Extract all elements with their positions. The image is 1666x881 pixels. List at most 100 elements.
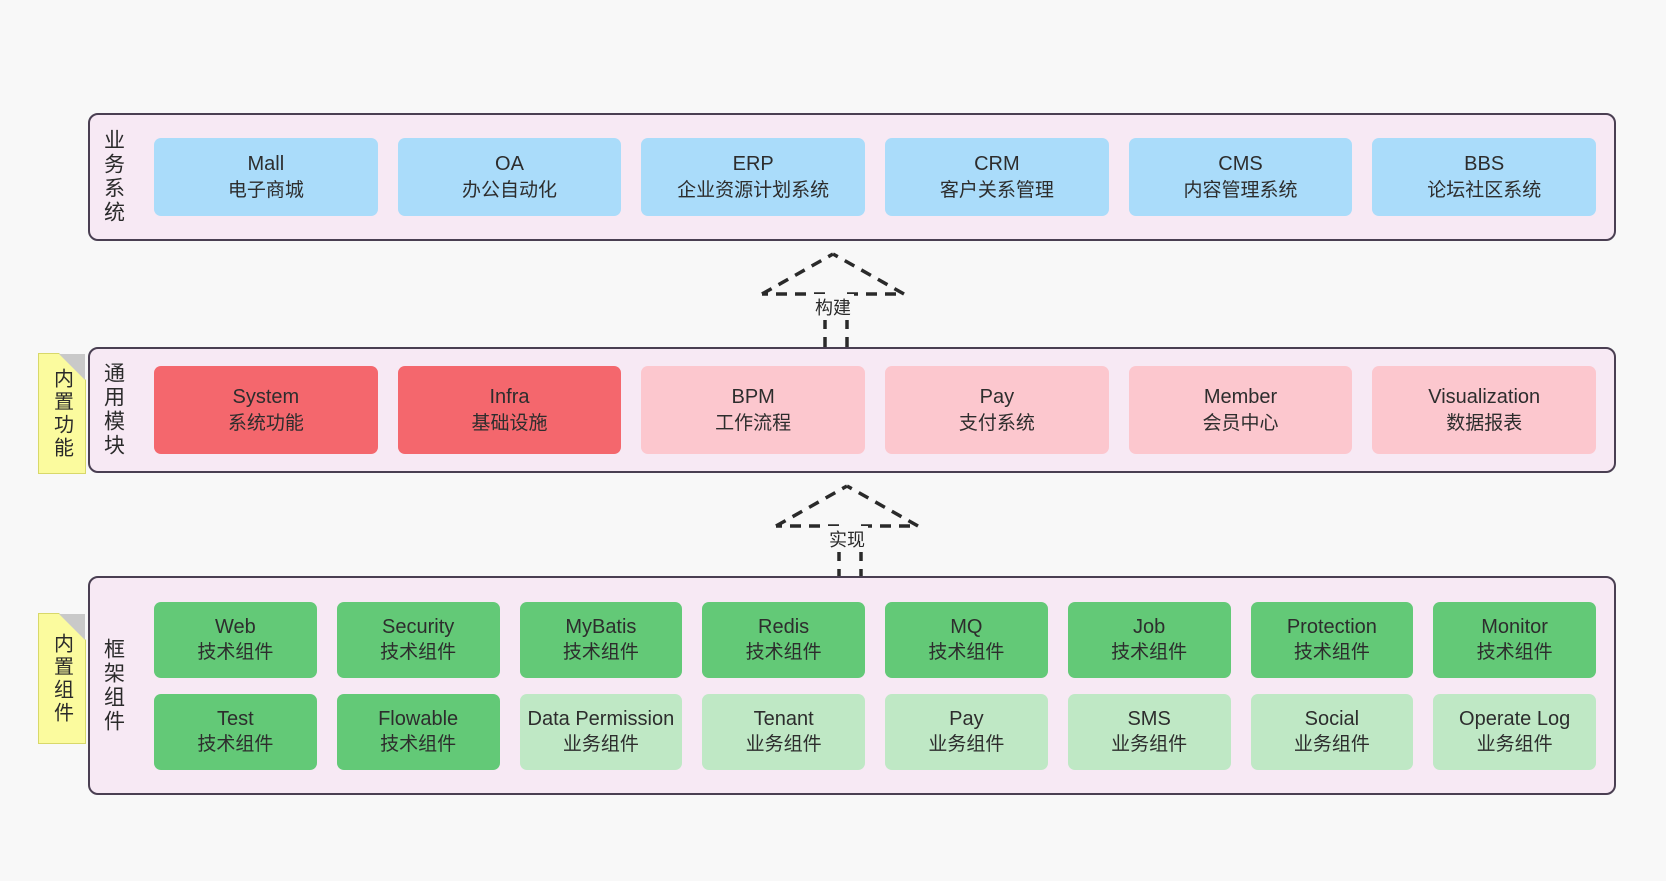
connector-implement-label: 实现 (826, 526, 868, 552)
node-tenant[interactable]: Tenant 业务组件 (702, 693, 865, 770)
layer-body-common-module: System 系统功能 Infra 基础设施 BPM 工作流程 Pay 支付系统… (136, 349, 1614, 471)
node-row: System 系统功能 Infra 基础设施 BPM 工作流程 Pay 支付系统… (154, 366, 1597, 454)
node-erp[interactable]: ERP 企业资源计划系统 (641, 138, 866, 216)
node-flowable[interactable]: Flowable 技术组件 (336, 693, 500, 770)
node-protection[interactable]: Protection 技术组件 (1250, 601, 1414, 678)
node-desc: 工作流程 (715, 412, 792, 434)
node-sms[interactable]: SMS 业务组件 (1067, 693, 1231, 770)
node-title: MQ (950, 615, 983, 638)
node-bbs[interactable]: BBS 论坛社区系统 (1372, 138, 1597, 216)
node-redis[interactable]: Redis 技术组件 (702, 601, 865, 678)
layer-body-framework-component: Web 技术组件 Security 技术组件 MyBatis 技术组件 Redi… (136, 578, 1614, 793)
node-mall[interactable]: Mall 电子商城 (154, 138, 378, 216)
node-desc: 技术组件 (380, 642, 457, 664)
layer-common-module: 通用模块 System 系统功能 Infra 基础设施 BPM 工作流程 Pay… (88, 347, 1616, 473)
node-title: ERP (732, 153, 774, 176)
node-desc: 业务组件 (928, 734, 1005, 756)
node-row: Web 技术组件 Security 技术组件 MyBatis 技术组件 Redi… (154, 601, 1596, 678)
layer-title-framework-component: 框架组件 (101, 637, 125, 734)
node-title: CRM (974, 153, 1020, 176)
node-job[interactable]: Job 技术组件 (1067, 601, 1231, 678)
node-desc: 系统功能 (227, 412, 304, 434)
node-pay-component[interactable]: Pay 业务组件 (885, 693, 1048, 770)
node-title: Redis (758, 615, 810, 638)
node-title: OA (495, 153, 524, 176)
node-mq[interactable]: MQ 技术组件 (885, 601, 1048, 678)
node-title: Flowable (378, 707, 459, 730)
node-row: Test 技术组件 Flowable 技术组件 Data Permission … (154, 693, 1596, 770)
node-social[interactable]: Social 业务组件 (1250, 693, 1414, 770)
node-title: Pay (949, 707, 984, 730)
node-desc: 企业资源计划系统 (677, 179, 830, 201)
note-label: 内置功能 (50, 367, 73, 460)
node-desc: 内容管理系统 (1183, 179, 1298, 201)
node-title: BPM (731, 386, 775, 409)
node-desc: 业务组件 (562, 734, 639, 756)
node-desc: 业务组件 (1476, 734, 1553, 756)
node-title: CMS (1218, 153, 1263, 176)
node-desc: 技术组件 (1293, 642, 1370, 664)
node-title: Infra (489, 386, 530, 409)
node-test[interactable]: Test 技术组件 (154, 693, 317, 770)
node-desc: 客户关系管理 (939, 179, 1054, 201)
node-title: Mall (247, 153, 285, 176)
node-title: SMS (1127, 707, 1171, 730)
node-title: Protection (1286, 615, 1377, 638)
node-oa[interactable]: OA 办公自动化 (397, 138, 622, 216)
note-label: 内置组件 (50, 632, 73, 725)
node-title: Monitor (1481, 615, 1548, 638)
node-title: Social (1304, 707, 1360, 730)
layer-title-common-module: 通用模块 (101, 362, 125, 458)
node-operate-log[interactable]: Operate Log 业务组件 (1433, 693, 1596, 770)
node-desc: 数据报表 (1446, 412, 1523, 434)
node-web[interactable]: Web 技术组件 (154, 601, 317, 678)
node-infra[interactable]: Infra 基础设施 (397, 366, 622, 454)
node-visualization[interactable]: Visualization 数据报表 (1372, 366, 1597, 454)
node-desc: 会员中心 (1202, 412, 1279, 434)
node-desc: 业务组件 (1293, 734, 1370, 756)
node-desc: 技术组件 (197, 642, 274, 664)
node-desc: 支付系统 (958, 412, 1035, 434)
node-crm[interactable]: CRM 客户关系管理 (885, 138, 1109, 216)
layer-framework-component: 框架组件 Web 技术组件 Security 技术组件 MyBatis 技术组件… (88, 576, 1616, 795)
node-title: Visualization (1428, 386, 1541, 409)
node-desc: 办公自动化 (462, 179, 558, 201)
node-bpm[interactable]: BPM 工作流程 (641, 366, 866, 454)
node-title: Member (1203, 386, 1278, 409)
node-desc: 论坛社区系统 (1427, 179, 1542, 201)
node-title: Web (214, 615, 256, 638)
node-title: Operate Log (1459, 707, 1571, 730)
node-mybatis[interactable]: MyBatis 技术组件 (519, 601, 683, 678)
node-title: Tenant (753, 707, 814, 730)
note-builtin-component: 内置组件 (38, 613, 86, 744)
node-desc: 技术组件 (562, 642, 639, 664)
node-desc: 技术组件 (745, 642, 822, 664)
node-title: Security (382, 615, 455, 638)
layer-body-business-system: Mall 电子商城 OA 办公自动化 ERP 企业资源计划系统 CRM 客户关系… (136, 115, 1614, 239)
node-title: Pay (979, 386, 1015, 409)
node-monitor[interactable]: Monitor 技术组件 (1433, 601, 1596, 678)
node-desc: 技术组件 (380, 734, 457, 756)
node-desc: 电子商城 (227, 179, 304, 201)
node-cms[interactable]: CMS 内容管理系统 (1128, 138, 1353, 216)
node-data-permission[interactable]: Data Permission 业务组件 (519, 693, 683, 770)
note-builtin-function: 内置功能 (38, 353, 86, 474)
node-desc: 技术组件 (197, 734, 274, 756)
node-title: MyBatis (565, 615, 637, 638)
node-title: System (232, 386, 300, 409)
node-security[interactable]: Security 技术组件 (336, 601, 500, 678)
layer-title-business-system: 业务系统 (101, 129, 125, 225)
node-desc: 基础设施 (471, 412, 548, 434)
node-desc: 业务组件 (745, 734, 822, 756)
layer-business-system: 业务系统 Mall 电子商城 OA 办公自动化 ERP 企业资源计划系统 CRM… (88, 113, 1616, 241)
node-desc: 业务组件 (1111, 734, 1188, 756)
node-desc: 技术组件 (1476, 642, 1553, 664)
node-system[interactable]: System 系统功能 (154, 366, 378, 454)
node-row: Mall 电子商城 OA 办公自动化 ERP 企业资源计划系统 CRM 客户关系… (154, 138, 1597, 216)
node-title: Job (1133, 615, 1166, 638)
node-desc: 技术组件 (928, 642, 1005, 664)
node-member[interactable]: Member 会员中心 (1128, 366, 1353, 454)
node-title: Test (217, 707, 254, 730)
node-pay[interactable]: Pay 支付系统 (885, 366, 1109, 454)
